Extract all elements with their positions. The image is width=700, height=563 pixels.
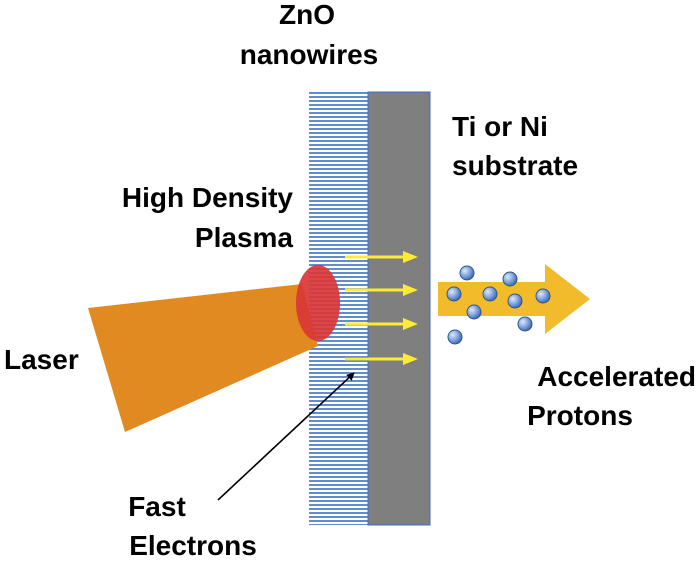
proton [517,316,533,332]
label-substrate-line2: substrate [452,150,578,181]
electron-arrow [345,251,418,263]
proton [447,329,463,345]
proton [446,286,462,302]
substrate-block [367,91,431,526]
proton [459,265,475,281]
label-substrate-line1: Ti or Ni [452,111,548,142]
label-plasma-line2: Plasma [195,222,293,253]
proton [482,286,498,302]
fast-electrons-pointer [217,372,355,501]
label-zno-line2: nanowires [240,39,378,70]
label-electrons-line1: Fast [128,491,186,522]
laser-beam [88,284,318,432]
label-electrons-line2: Electrons [129,530,257,561]
electron-arrows [345,251,418,365]
label-protons-line1: Accelerated [537,361,696,392]
label-protons-line2: Protons [527,400,633,431]
electron-arrow [345,353,418,365]
electron-arrow [345,284,418,296]
proton [502,271,518,287]
proton [507,293,523,309]
label-plasma-line1: High Density [122,182,294,213]
label-laser: Laser [4,344,79,375]
proton [535,288,551,304]
proton [466,304,482,320]
protons [446,265,551,345]
plasma-spot [296,265,340,341]
label-zno-line1: ZnO [279,0,335,30]
electron-arrow [345,318,418,330]
